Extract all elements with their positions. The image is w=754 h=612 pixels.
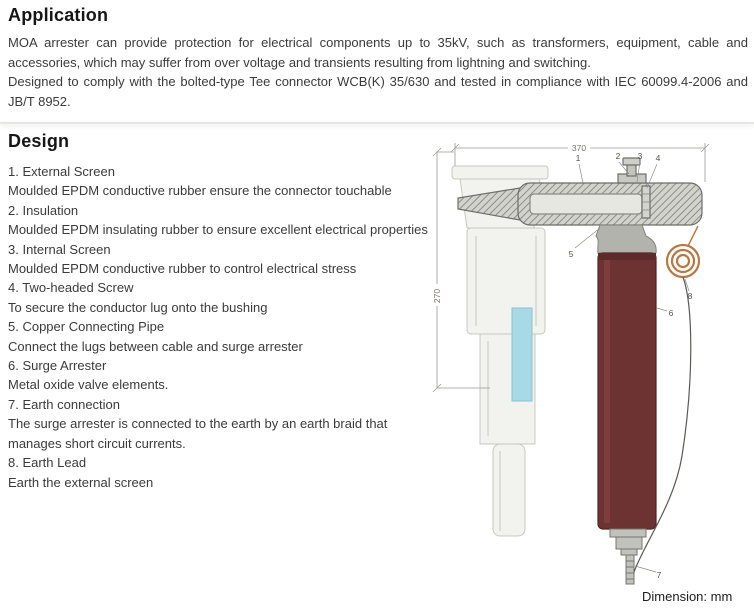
design-heading: Design bbox=[8, 131, 70, 151]
dim-370 bbox=[450, 143, 710, 182]
arrester-diagram: 370 270 bbox=[430, 136, 754, 594]
surge-arrester-body bbox=[597, 252, 657, 530]
bolt-shaft bbox=[626, 163, 637, 177]
design-item-title: 4. Two-headed Screw bbox=[8, 280, 134, 296]
application-paragraph-1: MOA arrester can provide protection for … bbox=[8, 35, 748, 70]
insulator-core bbox=[511, 307, 533, 402]
design-item-1: 1. External Screen Moulded EPDM conducti… bbox=[8, 162, 429, 201]
design-item-title: 8. Earth Lead bbox=[8, 455, 87, 471]
design-list: 1. External Screen Moulded EPDM conducti… bbox=[8, 162, 429, 492]
dim-270 bbox=[432, 147, 490, 393]
application-paragraph-2: Designed to comply with the bolted-type … bbox=[8, 74, 748, 109]
callout-2: 2 bbox=[616, 151, 621, 161]
callout-7: 7 bbox=[657, 570, 662, 580]
design-item-3: 3. Internal Screen Moulded EPDM conducti… bbox=[8, 240, 429, 279]
arrester-top-skirt bbox=[595, 224, 657, 254]
design-item-title: 2. Insulation bbox=[8, 202, 79, 218]
callout-3: 3 bbox=[638, 151, 643, 161]
section-divider bbox=[0, 122, 754, 124]
design-item-desc: Moulded EPDM insulating rubber to ensure… bbox=[8, 222, 428, 238]
design-item-8: 8. Earth Lead Earth the external screen bbox=[8, 453, 429, 492]
callout-5: 5 bbox=[569, 249, 574, 259]
callout-6: 6 bbox=[669, 308, 674, 318]
design-item-title: 5. Copper Connecting Pipe bbox=[8, 319, 165, 335]
design-item-desc: Moulded EPDM conductive rubber ensure th… bbox=[8, 183, 392, 199]
earth-braid-wire bbox=[633, 276, 692, 573]
application-heading: Application bbox=[8, 5, 109, 25]
design-item-desc: Moulded EPDM conductive rubber to contro… bbox=[8, 261, 357, 277]
callout-8: 8 bbox=[688, 291, 693, 301]
bolt-head bbox=[622, 157, 641, 166]
callout-leaders bbox=[574, 161, 690, 573]
callout-numbers: 1 2 3 4 5 6 7 8 bbox=[569, 151, 693, 580]
design-item-desc: Metal oxide valve elements. bbox=[8, 377, 169, 393]
design-item-title: 1. External Screen bbox=[8, 164, 115, 179]
design-item-title: 6. Surge Arrester bbox=[8, 358, 107, 374]
design-item-6: 6. Surge Arrester Metal oxide valve elem… bbox=[8, 356, 429, 395]
arrester-diagram-svg: 370 270 bbox=[432, 143, 710, 585]
design-item-title: 3. Internal Screen bbox=[8, 241, 111, 257]
dimension-note: Dimension: mm bbox=[642, 589, 733, 604]
design-item-desc: The surge arrester is connected to the e… bbox=[8, 416, 388, 451]
design-item-desc: Connect the lugs between cable and surge… bbox=[8, 338, 303, 354]
callout-4: 4 bbox=[656, 153, 661, 163]
callout-1: 1 bbox=[576, 153, 581, 163]
copper-connecting-pipe bbox=[529, 193, 643, 215]
earth-lead-coil bbox=[665, 225, 701, 279]
design-item-2: 2. Insulation Moulded EPDM insulating ru… bbox=[8, 201, 429, 240]
dim-270-label: 270 bbox=[432, 289, 442, 303]
design-item-desc: To secure the conductor lug onto the bus… bbox=[8, 299, 268, 315]
design-item-desc: Earth the external screen bbox=[8, 474, 154, 490]
dim-370-label: 370 bbox=[572, 143, 586, 153]
design-item-title: 7. Earth connection bbox=[8, 396, 121, 412]
bottom-stud bbox=[609, 528, 647, 585]
design-item-5: 5. Copper Connecting Pipe Connect the lu… bbox=[8, 317, 429, 356]
tee-connector bbox=[457, 157, 703, 226]
design-item-7: 7. Earth connection The surge arrester i… bbox=[8, 395, 429, 453]
design-item-4: 4. Two-headed Screw To secure the conduc… bbox=[8, 278, 429, 317]
